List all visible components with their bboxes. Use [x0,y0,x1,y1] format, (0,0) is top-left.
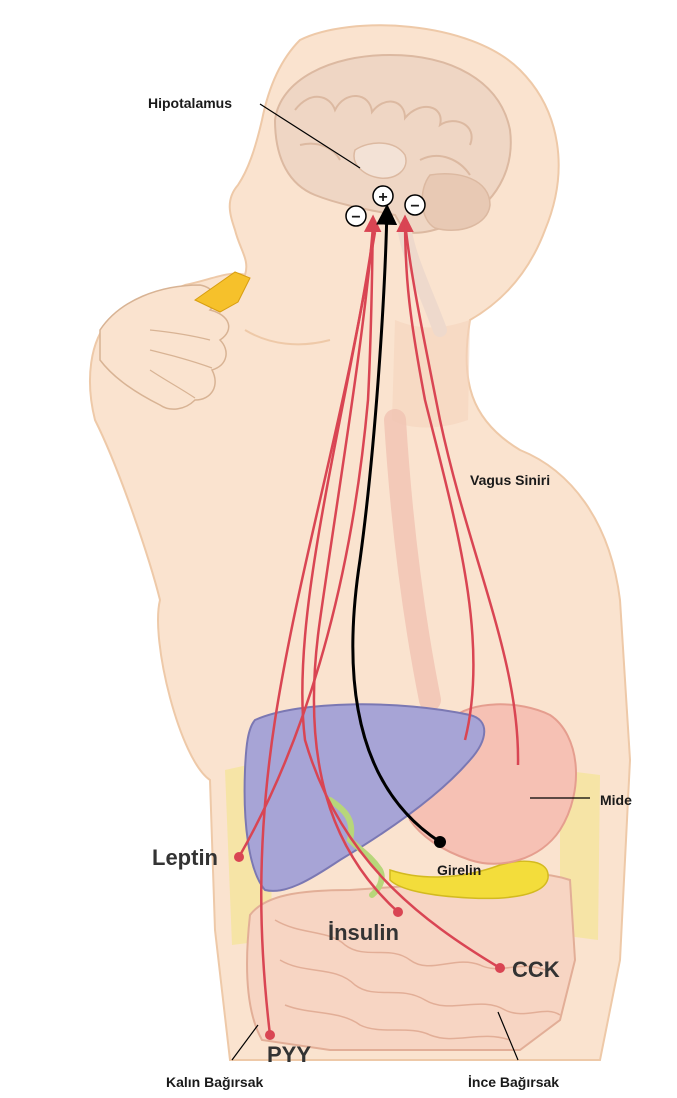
cck-label: CCK [512,957,560,982]
pyy-label: PYY [267,1042,311,1067]
pyy-dot [265,1030,275,1040]
leptin-label: Leptin [152,845,218,870]
insulin-label: İnsulin [328,920,399,945]
small-intestine-label: İnce Bağırsak [468,1074,559,1090]
minus-sign-left: − [346,206,366,226]
plus-sign-center: + [373,186,393,206]
svg-text:−: − [410,198,419,215]
hypothalamus-label: Hipotalamus [148,95,232,111]
ghrelin-label: Girelin [437,862,481,878]
insulin-dot [393,907,403,917]
stomach-label: Mide [600,792,632,808]
svg-text:+: + [378,189,387,206]
cck-dot [495,963,505,973]
leptin-dot [234,852,244,862]
large-intestine-label: Kalın Bağırsak [166,1074,263,1090]
svg-text:−: − [351,209,360,226]
vagus-label: Vagus Siniri [470,472,550,488]
minus-sign-right: − [405,195,425,215]
ghrelin-dot [434,836,446,848]
